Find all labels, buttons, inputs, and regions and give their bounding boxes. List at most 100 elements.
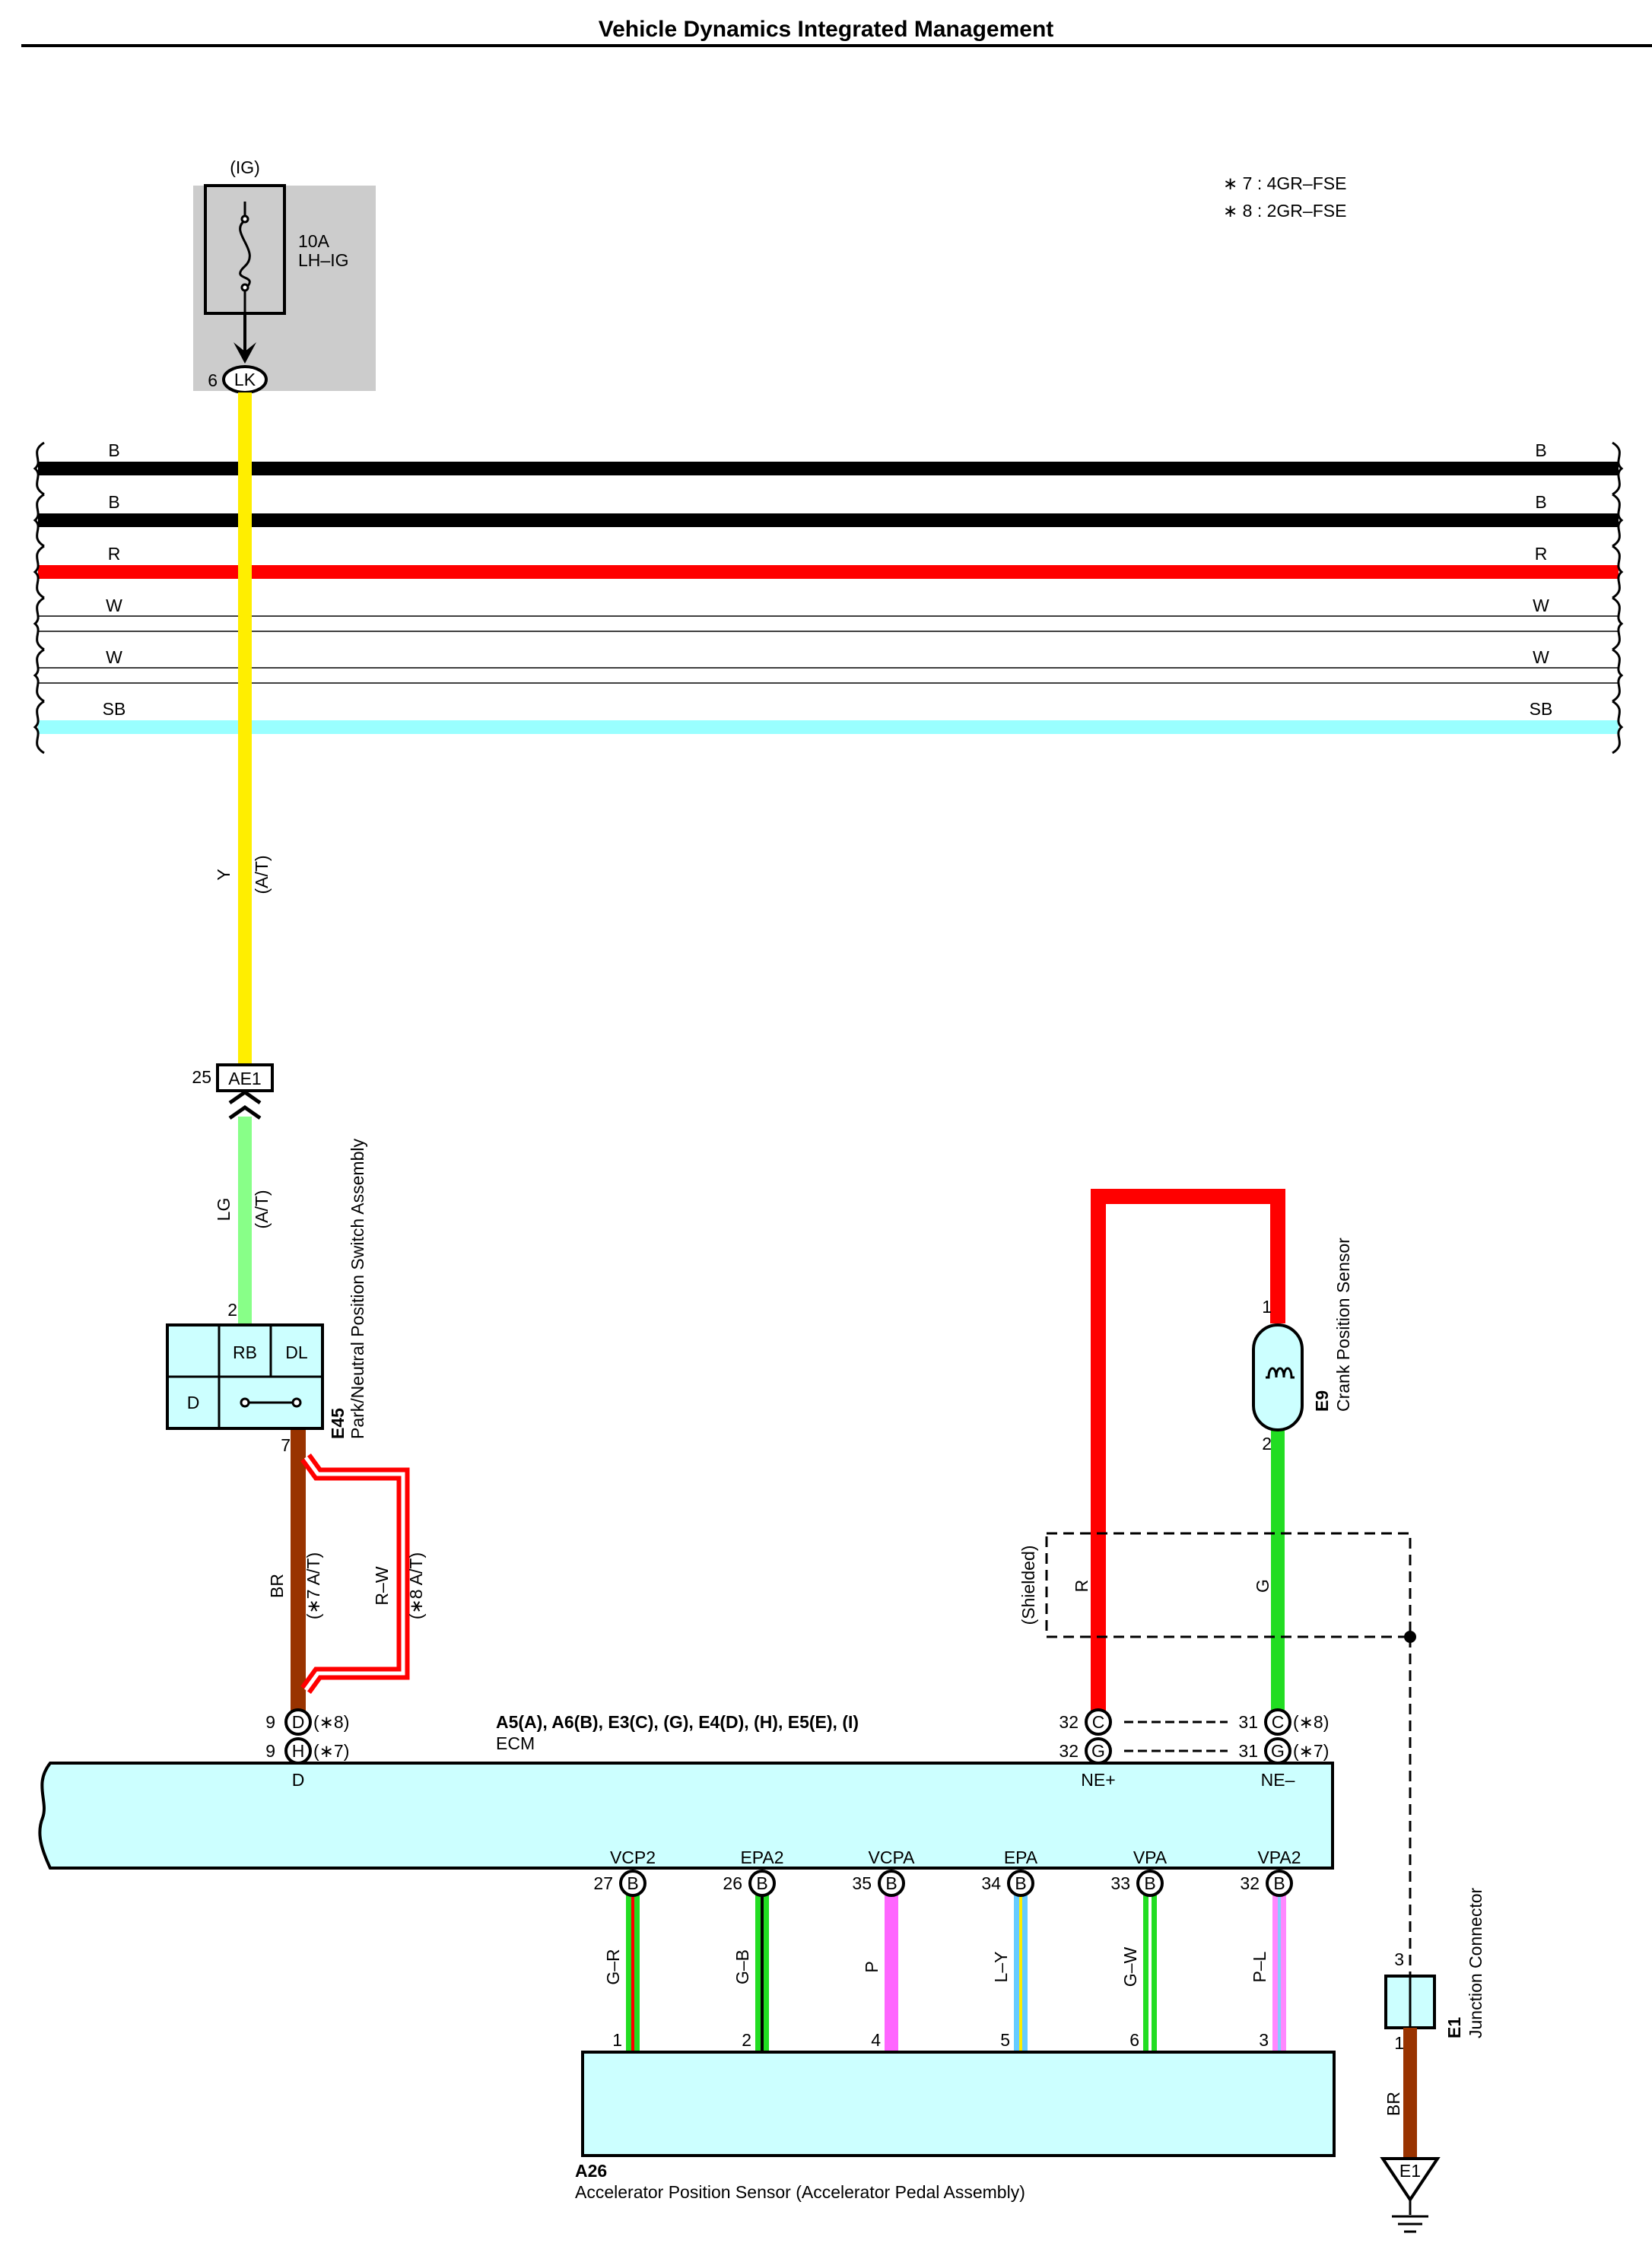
wire-lg: [238, 1117, 252, 1325]
ae1-pin: 25: [192, 1067, 211, 1087]
accel-wire-4-b: [1152, 1894, 1157, 2052]
diagram-title: Vehicle Dynamics Integrated Management: [599, 17, 1054, 42]
ecm-pin-conn-0: B: [627, 1873, 638, 1893]
accel-wire-3-a: [1014, 1894, 1019, 2052]
ecm-pin-num-2: 35: [852, 1873, 872, 1893]
ecm-ne-minus: NE–: [1261, 1770, 1295, 1790]
bus-label-right-2: R: [1535, 544, 1548, 564]
a26-pin-num-0: 1: [612, 2030, 622, 2050]
accel-wire-4-stripe: [1148, 1894, 1152, 2052]
a26-sensor: A26 Accelerator Position Sensor (Acceler…: [575, 2051, 1336, 2202]
e1-pin-top: 3: [1394, 1949, 1404, 1969]
ecm-pin-4: [1136, 1870, 1164, 1897]
ecm-pin-num-5: 32: [1240, 1873, 1260, 1893]
bus-label-left-0: B: [108, 440, 119, 460]
ecm-pin-num-0: 27: [593, 1873, 613, 1893]
e45-name: Park/Neutral Position Switch Assembly: [348, 1139, 367, 1439]
ne-plus-pin-conn-2: G: [1091, 1741, 1105, 1761]
accel-wire-label-2: P: [862, 1961, 882, 1972]
bus-break-left-icon: [33, 700, 45, 755]
shield-label: (Shielded): [1018, 1546, 1038, 1625]
coil-icon: [1266, 1367, 1295, 1379]
ecm-ne-pins: 32 C 32 G 31 C (∗8) 31 G (∗7): [1059, 1708, 1329, 1765]
ecm-ne-plus: NE+: [1081, 1770, 1115, 1790]
a26-pin-num-3: 5: [1000, 2030, 1010, 2050]
e45-cell-dl: DL: [285, 1342, 308, 1362]
bus-label-left-1: B: [108, 492, 119, 512]
accel-wire-5-a: [1272, 1894, 1278, 2052]
ecm-pin-num-3: 34: [981, 1873, 1001, 1893]
ne-minus-pin-conn-1: C: [1272, 1712, 1285, 1732]
ecm-connectors: A5(A), A6(B), E3(C), (G), E4(D), (H), E5…: [496, 1712, 859, 1732]
d-pin-note-2: (∗7): [313, 1741, 349, 1761]
bus-break-right-icon: [1612, 596, 1624, 651]
wire-lg-note: (A/T): [252, 1190, 272, 1228]
ecm-terminal-1: EPA2: [740, 1848, 783, 1867]
accel-wire-2-a: [885, 1894, 890, 2052]
wire-rw-note: (∗8 A/T): [406, 1552, 426, 1619]
accel-wire-label-4: G–W: [1120, 1947, 1140, 1987]
accel-wire-1-b: [764, 1894, 769, 2052]
d-pin-num-2: 9: [265, 1741, 275, 1761]
ne-minus-pin-note-2: (∗7): [1293, 1741, 1329, 1761]
accel-wire-2-stripe: [890, 1894, 893, 2052]
wire-g: [1271, 1430, 1285, 1713]
a26-pin-num-5: 3: [1259, 2030, 1269, 2050]
accel-wire-label-0: G–R: [603, 1949, 623, 1984]
wire-rw-label: R–W: [372, 1566, 392, 1605]
fuse-element-icon: [239, 202, 251, 313]
accel-wire-0-stripe: [631, 1894, 634, 2052]
ecm-pin-3: [1007, 1870, 1034, 1897]
d-pin-conn-2: H: [292, 1741, 305, 1761]
wire-r: [1091, 1189, 1285, 1713]
ecm-pin-conn-1: B: [756, 1873, 767, 1893]
bus-label-right-1: B: [1535, 492, 1546, 512]
e1-junction: 3 E1 Junction Connector 1 BR E1: [1380, 1887, 1485, 2233]
fuse-block: (IG) 10A LH–IG 6 LK: [193, 157, 376, 394]
accel-wire-0-a: [626, 1894, 631, 2052]
note-1: ∗ 7 : 4GR–FSE: [1223, 173, 1346, 193]
ne-minus-pin-conn-2: G: [1271, 1741, 1285, 1761]
ne-plus-pin-conn-1: C: [1092, 1712, 1105, 1732]
e45-switch: 2 RB DL D E45 Park/Neutral Position Swit…: [166, 1139, 367, 1455]
ne-minus-pin-num-2: 31: [1238, 1741, 1258, 1761]
title-rule: [21, 44, 1652, 47]
ecm-pin-conn-4: B: [1144, 1873, 1155, 1893]
bus-break-right-icon: [1612, 441, 1624, 496]
bus-break-left-icon: [33, 493, 45, 548]
ae1-chevron-icon: [228, 1089, 262, 1120]
bus-label-left-2: R: [108, 544, 121, 564]
a26-name: Accelerator Position Sensor (Accelerator…: [575, 2182, 1025, 2202]
ecm-d-terminal: D: [292, 1770, 305, 1790]
a26-code: A26: [575, 2161, 607, 2181]
bus-break-left-icon: [33, 648, 45, 703]
fuse-arrow-icon: [234, 342, 256, 364]
ne-minus-pin-note-1: (∗8): [1293, 1712, 1329, 1732]
wire-r-label: R: [1072, 1580, 1091, 1593]
bus-break-right-icon: [1612, 493, 1624, 548]
bus-label-left-3: W: [106, 596, 122, 615]
a26-pin-num-2: 4: [871, 2030, 881, 2050]
bus-break-left-icon: [33, 545, 45, 599]
accel-wire-1-a: [755, 1894, 761, 2052]
fuse-source: (IG): [230, 157, 260, 177]
bus-label-left-4: W: [106, 647, 122, 667]
accel-wire-label-3: L–Y: [991, 1952, 1011, 1983]
fuse-name: LH–IG: [298, 250, 348, 270]
bus-break-left-icon: [33, 441, 45, 496]
ecm-pin-5: [1266, 1870, 1293, 1897]
e1-name: Junction Connector: [1466, 1887, 1485, 2038]
accel-wire-4-a: [1143, 1894, 1148, 2052]
wire-g-label: G: [1253, 1579, 1272, 1593]
ground-symbol-icon: [1380, 2157, 1441, 2203]
e1-code: E1: [1444, 2017, 1464, 2038]
ecm-d-pins: 9 D (∗8) 9 H (∗7): [265, 1708, 349, 1765]
d-pin-note-1: (∗8): [313, 1712, 349, 1732]
wire-lg-label: LG: [214, 1198, 234, 1222]
bus-break-right-icon: [1612, 700, 1624, 755]
ecm-terminal-5: VPA2: [1257, 1848, 1301, 1867]
wire-y: [238, 392, 252, 1074]
fuse-pin: 6: [208, 370, 218, 390]
ecm-terminal-4: VPA: [1133, 1848, 1168, 1867]
